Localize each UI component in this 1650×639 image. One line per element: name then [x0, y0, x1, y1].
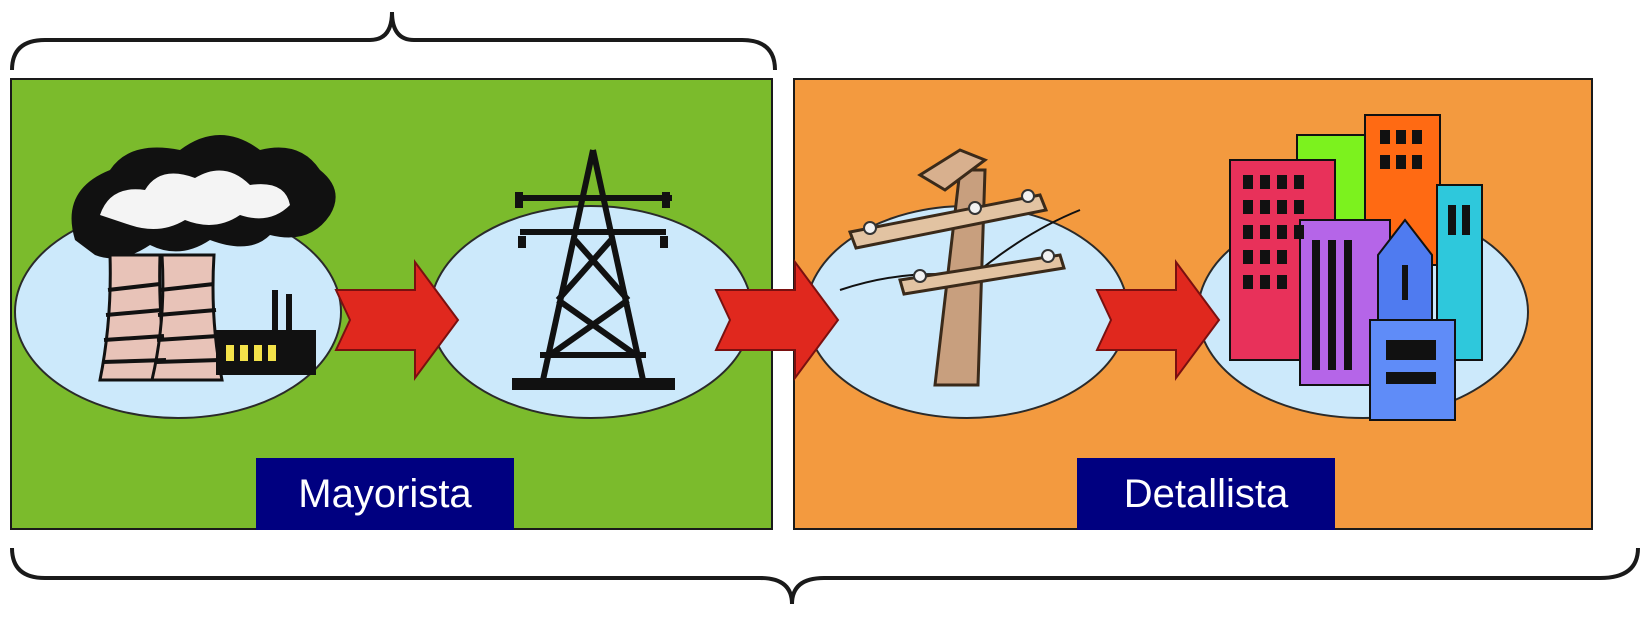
top-brace [12, 12, 775, 70]
retail-label: Detallista [1077, 458, 1335, 530]
bottom-brace [12, 548, 1638, 604]
wholesale-label: Mayorista [256, 458, 514, 530]
